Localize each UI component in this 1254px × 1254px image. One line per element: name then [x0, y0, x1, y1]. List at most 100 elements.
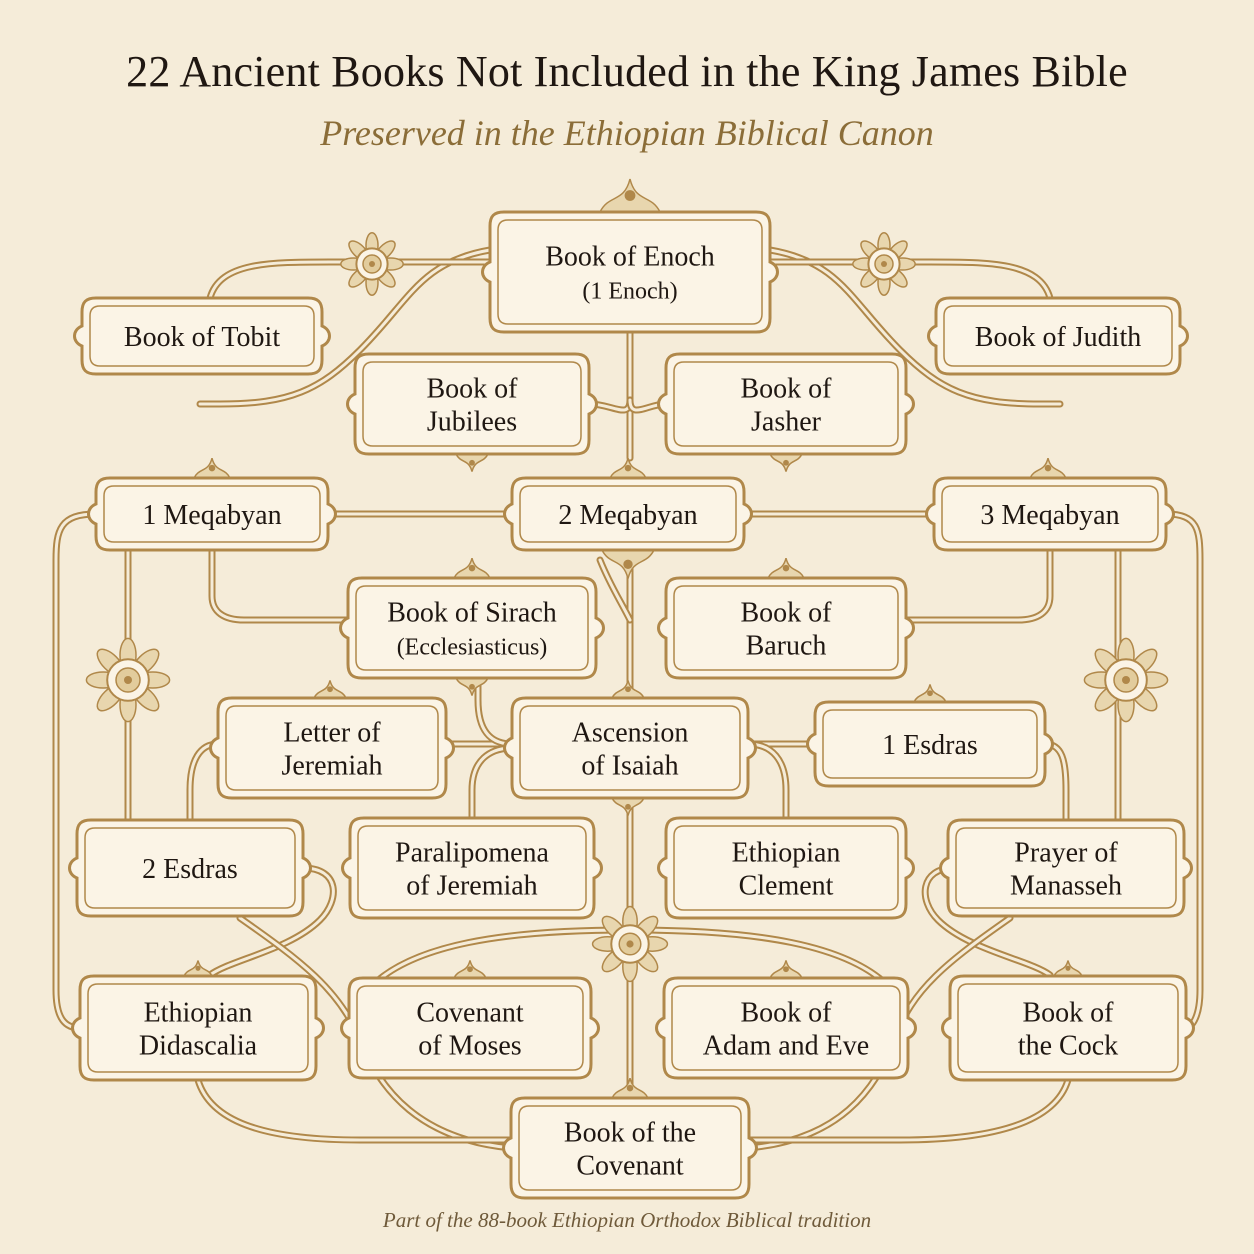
- box-outer-frame: [73, 296, 331, 376]
- book-title-line: (1 Enoch): [582, 279, 677, 305]
- finial-ornament: [912, 684, 948, 703]
- book-title-line: Book of Enoch: [545, 242, 715, 273]
- box-outer-frame: [503, 476, 753, 552]
- finial-bead: [623, 559, 633, 569]
- ornaments: [85, 178, 1169, 1099]
- connector-inner: [1164, 512, 1202, 1030]
- book-title-line: Baruch: [746, 631, 827, 662]
- box-inner-frame: [356, 985, 584, 1071]
- book-title-line: Book of: [427, 374, 519, 405]
- box-inner-frame: [822, 709, 1038, 779]
- box-outer-frame: [503, 696, 757, 800]
- box-outer-frame: [657, 816, 915, 920]
- finial-bead: [327, 686, 333, 693]
- finial-ornament: [452, 960, 488, 979]
- connector-outer: [194, 1076, 516, 1144]
- book-title-line: Jubilees: [427, 407, 517, 438]
- book-title-line: Book of: [741, 374, 833, 405]
- book-box-meqabyan-1: 1 Meqabyan: [87, 476, 337, 552]
- finial-bead: [624, 190, 636, 201]
- book-box-esdras-2: 2 Esdras: [68, 818, 312, 918]
- connector-inner: [198, 248, 492, 406]
- box-outer-frame: [927, 296, 1189, 376]
- box-outer-frame: [925, 476, 1175, 552]
- book-title-line: Book of Sirach: [387, 598, 557, 629]
- finial-ornament: [768, 960, 804, 979]
- finial-bead: [782, 564, 790, 572]
- book-title-line: 1 Esdras: [882, 730, 978, 761]
- finial-bead: [625, 803, 631, 810]
- finial-ornament: [312, 680, 348, 699]
- rosette-dot: [124, 676, 132, 684]
- box-inner-frame: [103, 485, 321, 543]
- connector-inner: [768, 260, 1052, 300]
- box-outer-frame: [502, 1096, 758, 1200]
- rosette-ornament-center: [591, 905, 669, 983]
- finial-ornament: [182, 960, 214, 977]
- box-inner-frame: [518, 1105, 742, 1191]
- book-title-line: Book of the: [564, 1118, 696, 1149]
- diagram-title: 22 Ancient Books Not Included in the Kin…: [126, 47, 1128, 96]
- finial-ornament: [454, 453, 490, 472]
- finial-ornament: [610, 680, 646, 699]
- finial-bead: [624, 464, 632, 472]
- connector-inner: [208, 866, 335, 977]
- book-title-line: of Isaiah: [581, 751, 678, 782]
- rosette-ornament-right: [1083, 637, 1169, 723]
- connector-inner: [598, 558, 632, 622]
- book-title-line: Book of: [741, 598, 833, 629]
- connector-inner: [208, 260, 492, 300]
- connector-outer: [208, 546, 352, 624]
- finial-bead: [468, 564, 476, 572]
- connector-inner: [210, 548, 350, 622]
- finial-ornament: [598, 178, 662, 213]
- rosette-dot: [1122, 676, 1130, 684]
- book-title-line: Didascalia: [139, 1031, 258, 1062]
- box-inner-frame: [955, 827, 1177, 909]
- finial-bead: [469, 459, 475, 466]
- box-outer-frame: [806, 700, 1054, 788]
- box-inner-frame: [673, 361, 899, 447]
- box-outer-frame: [339, 576, 605, 680]
- connector-outer: [902, 546, 1054, 624]
- book-title-line: Paralipomena: [395, 838, 550, 869]
- book-box-judith: Book of Judith: [927, 296, 1189, 376]
- rosette-dot: [626, 940, 634, 948]
- diagram-subtitle: Preserved in the Ethiopian Biblical Cano…: [320, 113, 934, 153]
- box-outer-frame: [657, 576, 915, 680]
- finial-ornament: [600, 549, 656, 579]
- finial-bead: [195, 965, 201, 971]
- box-outer-frame: [341, 816, 603, 920]
- rosette-ornament-left: [85, 637, 171, 723]
- finial-bead: [626, 1084, 634, 1092]
- box-inner-frame: [671, 985, 901, 1071]
- box-inner-frame: [673, 585, 899, 671]
- book-title-line: Book of Tobit: [124, 322, 280, 353]
- finial-bead: [208, 464, 216, 472]
- book-title-line: of Moses: [418, 1031, 521, 1062]
- finial-bead: [467, 966, 473, 973]
- connector-inner: [923, 866, 1052, 977]
- diagram-footer: Part of the 88-book Ethiopian Orthodox B…: [382, 1208, 872, 1232]
- book-title-line: Ethiopian: [732, 838, 841, 869]
- box-inner-frame: [519, 485, 737, 543]
- finial-ornament: [610, 797, 646, 816]
- finial-ornament: [766, 557, 806, 579]
- box-outer-frame: [340, 976, 600, 1080]
- box-outer-frame: [209, 696, 455, 800]
- box-inner-frame: [87, 983, 309, 1073]
- finial-ornament: [454, 677, 490, 696]
- book-title-line: Prayer of: [1014, 838, 1118, 869]
- finial-ornament: [1028, 457, 1068, 479]
- box-inner-frame: [519, 705, 741, 791]
- box-inner-frame: [957, 983, 1179, 1073]
